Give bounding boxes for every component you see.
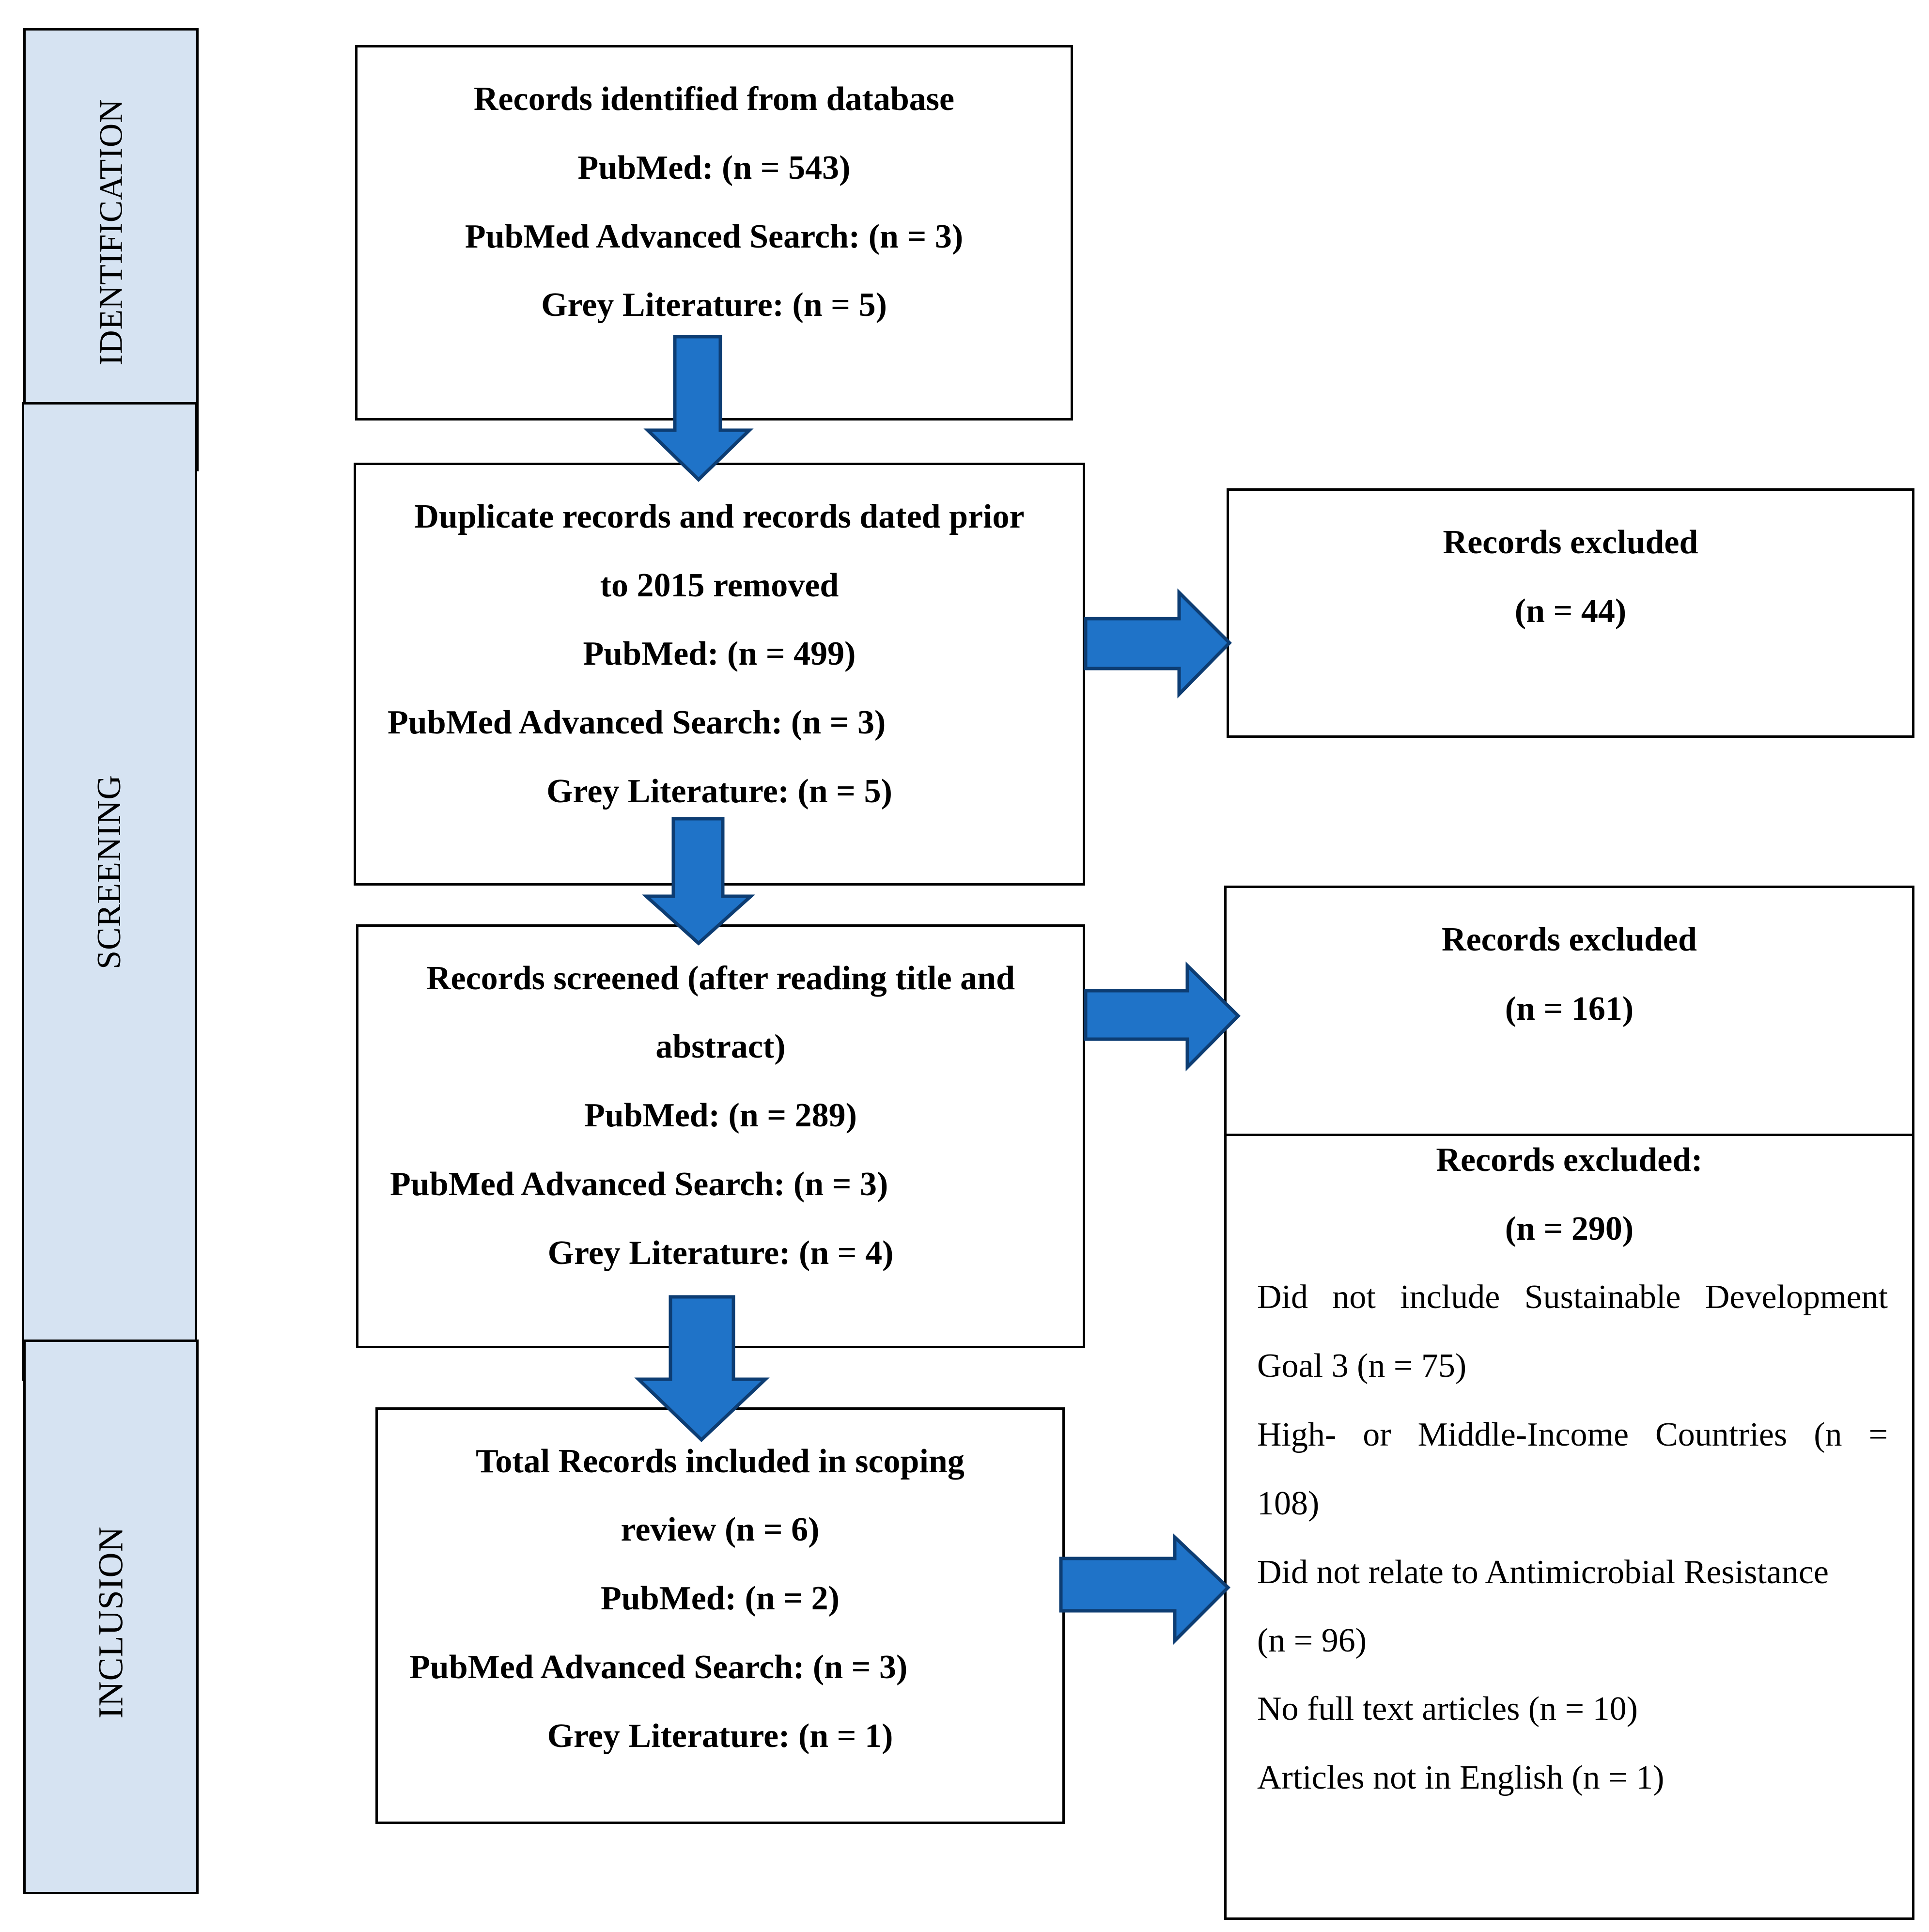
- excluded3-reason-2: Goal 3 (n = 75): [1257, 1347, 1467, 1385]
- excluded2-title: Records excluded: [1442, 921, 1697, 958]
- identified-title: Records identified from database: [473, 80, 955, 118]
- arrow-down-icon: [641, 817, 756, 946]
- included-title-line2: review (n = 6): [621, 1511, 820, 1548]
- records-included-box: Total Records included in scoping review…: [375, 1407, 1065, 1824]
- phase-screening: SCREENING: [22, 402, 197, 1381]
- dedup-grey: Grey Literature: (n = 5): [546, 773, 892, 810]
- included-grey: Grey Literature: (n = 1): [547, 1717, 893, 1755]
- screened-pubmed: PubMed: (n = 289): [584, 1097, 857, 1134]
- excluded3-title: Records excluded:: [1436, 1141, 1703, 1179]
- screened-advanced: PubMed Advanced Search: (n = 3): [390, 1166, 888, 1203]
- phase-inclusion: INCLUSION: [23, 1340, 199, 1894]
- excluded3-reason-4: 108): [1257, 1485, 1320, 1522]
- excluded2-count: (n = 161): [1505, 990, 1634, 1028]
- excluded3-reason-7: No full text articles (n = 10): [1257, 1690, 1638, 1728]
- records-screened-box: Records screened (after reading title an…: [356, 924, 1085, 1348]
- excluded3-reason-1: Did not include Sustainable Development: [1257, 1278, 1888, 1316]
- excluded3-reason-8: Articles not in English (n = 1): [1257, 1759, 1665, 1796]
- excluded1-title: Records excluded: [1443, 524, 1698, 561]
- included-title-line1: Total Records included in scoping: [476, 1443, 964, 1480]
- identified-advanced: PubMed Advanced Search: (n = 3): [465, 218, 964, 255]
- phase-identification-label: IDENTIFICATION: [92, 99, 129, 366]
- included-advanced: PubMed Advanced Search: (n = 3): [409, 1649, 908, 1686]
- phase-screening-label: SCREENING: [91, 774, 128, 969]
- arrow-down-icon: [643, 335, 754, 482]
- dedup-advanced: PubMed Advanced Search: (n = 3): [388, 704, 886, 741]
- dedup-pubmed: PubMed: (n = 499): [583, 635, 856, 672]
- excluded3-count: (n = 290): [1505, 1210, 1634, 1247]
- arrow-right-icon: [1059, 1533, 1231, 1645]
- screened-title-line1: Records screened (after reading title an…: [426, 960, 1015, 997]
- phase-inclusion-label: INCLUSION: [91, 1526, 130, 1719]
- dedup-title-line1: Duplicate records and records dated prio…: [414, 498, 1025, 535]
- arrow-right-icon: [1084, 588, 1232, 699]
- records-excluded-box-1: Records excluded (n = 44): [1227, 488, 1914, 738]
- dedup-title-line2: to 2015 removed: [600, 567, 839, 604]
- included-pubmed: PubMed: (n = 2): [601, 1580, 840, 1617]
- identified-grey: Grey Literature: (n = 5): [541, 286, 887, 324]
- arrow-down-icon: [634, 1295, 770, 1442]
- excluded3-reason-5: Did not relate to Antimicrobial Resistan…: [1257, 1554, 1829, 1591]
- phase-identification: IDENTIFICATION: [23, 28, 199, 471]
- excluded1-count: (n = 44): [1514, 592, 1627, 630]
- excluded3-reason-6: (n = 96): [1257, 1622, 1367, 1659]
- excluded3-reason-3: High- or Middle-Income Countries (n =: [1257, 1416, 1888, 1453]
- records-excluded-box-3: Records excluded: (n = 290) Did not incl…: [1224, 1134, 1914, 1920]
- identified-pubmed: PubMed: (n = 543): [577, 149, 851, 187]
- arrow-right-icon: [1084, 961, 1241, 1072]
- screened-grey: Grey Literature: (n = 4): [547, 1234, 894, 1272]
- records-excluded-box-2: Records excluded (n = 161): [1224, 886, 1914, 1138]
- screened-title-line2: abstract): [655, 1028, 786, 1065]
